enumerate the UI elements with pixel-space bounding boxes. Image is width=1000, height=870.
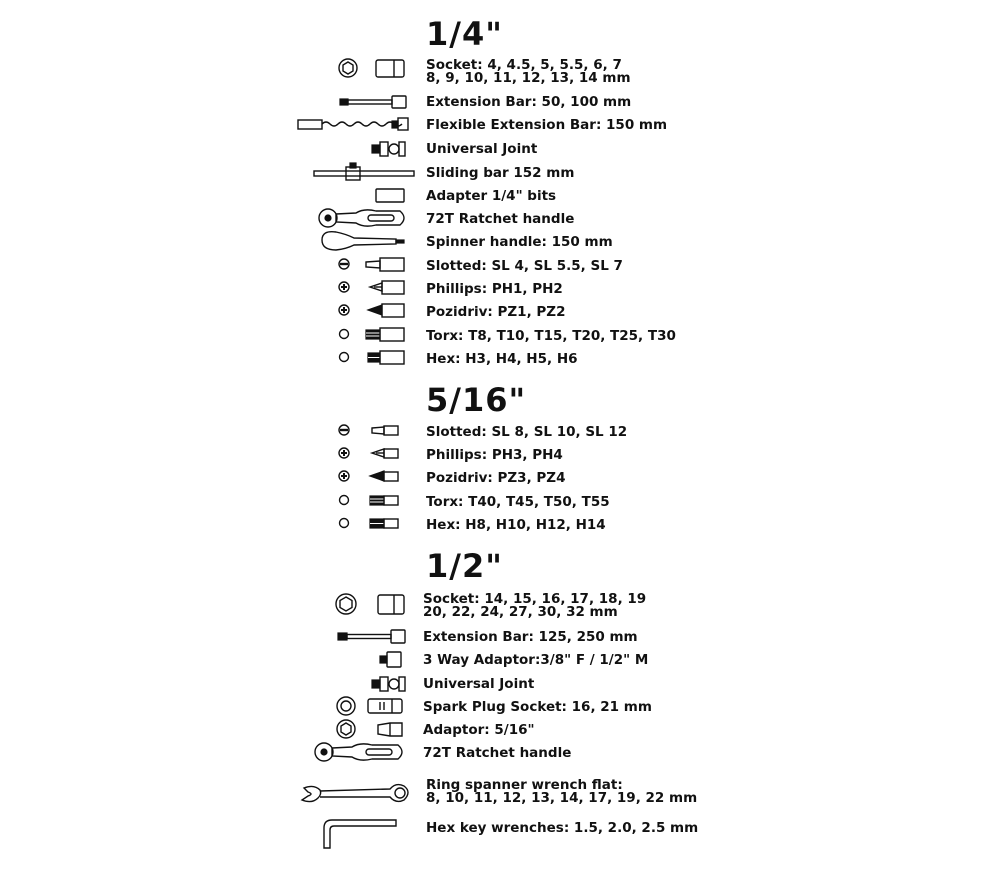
item-socket-quarter: Socket: 4, 4.5, 5, 5.5, 6, 7 8, 9, 10, 1… xyxy=(290,57,990,86)
hex-label: Hex: H8, H10, H12, H14 xyxy=(426,517,606,533)
extension-bar-icon xyxy=(339,95,407,109)
item-torx-quarter: Torx: T8, T10, T15, T20, T25, T30 xyxy=(290,326,990,348)
item-torx-five-sixteenths: Torx: T40, T45, T50, T55 xyxy=(290,492,990,514)
item-slotted-quarter: Slotted: SL 4, SL 5.5, SL 7 xyxy=(290,256,990,278)
item-hex-five-sixteenths: Hex: H8, H10, H12, H14 xyxy=(290,515,990,537)
item-spark-plug-socket: Spark Plug Socket: 16, 21 mm xyxy=(290,696,990,719)
item-phillips-five-sixteenths: Phillips: PH3, PH4 xyxy=(290,445,990,467)
phillips-label: Phillips: PH1, PH2 xyxy=(426,281,563,297)
socket-sizes-line2: 20, 22, 24, 27, 30, 32 mm xyxy=(423,604,618,620)
spark-plug-socket-icon xyxy=(336,696,403,716)
hex-label: Hex: H3, H4, H5, H6 xyxy=(426,351,578,367)
item-three-way-adaptor: 3 Way Adaptor:3/8" F / 1/2" M xyxy=(290,650,990,672)
universal-joint-label: Universal Joint xyxy=(426,141,538,157)
pozidriv-label: Pozidriv: PZ1, PZ2 xyxy=(426,304,566,320)
universal-joint-label: Universal Joint xyxy=(423,676,535,692)
universal-joint-icon xyxy=(371,676,406,692)
adaptor-icon xyxy=(336,719,403,739)
item-adapter-bits: Adapter 1/4" bits xyxy=(290,186,990,208)
slotted-bit-icon xyxy=(338,257,405,272)
flexible-extension-icon xyxy=(297,117,409,131)
item-extension-bar-quarter: Extension Bar: 50, 100 mm xyxy=(290,92,990,114)
flexible-extension-label: Flexible Extension Bar: 150 mm xyxy=(426,117,668,133)
spanner-label-line1: Ring spanner wrench flat: xyxy=(426,777,623,793)
sliding-bar-icon xyxy=(313,162,415,181)
slotted-bit-icon xyxy=(338,424,399,436)
heading-half-inch: 1/2" xyxy=(426,547,503,585)
slotted-label: Slotted: SL 4, SL 5.5, SL 7 xyxy=(426,258,623,274)
pozidriv-label: Pozidriv: PZ3, PZ4 xyxy=(426,470,566,486)
three-way-adaptor-label: 3 Way Adaptor:3/8" F / 1/2" M xyxy=(423,652,649,668)
heading-quarter-inch: 1/4" xyxy=(426,15,503,53)
torx-label: Torx: T40, T45, T50, T55 xyxy=(426,494,610,510)
spinner-label: Spinner handle: 150 mm xyxy=(426,234,613,250)
socket-sizes-line1: Socket: 14, 15, 16, 17, 18, 19 xyxy=(423,591,647,607)
adapter-label: Adapter 1/4" bits xyxy=(426,188,557,204)
sliding-bar-label: Sliding bar 152 mm xyxy=(426,165,575,181)
ratchet-icon xyxy=(314,742,403,762)
torx-label: Torx: T8, T10, T15, T20, T25, T30 xyxy=(426,328,676,344)
spinner-handle-icon xyxy=(321,230,405,251)
item-adaptor-half: Adaptor: 5/16" xyxy=(290,719,990,742)
item-pozidriv-five-sixteenths: Pozidriv: PZ3, PZ4 xyxy=(290,468,990,490)
item-ring-spanner: Ring spanner wrench flat: 8, 10, 11, 12,… xyxy=(290,777,990,806)
phillips-bit-icon xyxy=(338,280,405,295)
socket-icon xyxy=(338,58,405,78)
torx-bit-icon xyxy=(338,327,405,342)
item-sliding-bar: Sliding bar 152 mm xyxy=(290,162,990,185)
ratchet-label: 72T Ratchet handle xyxy=(426,211,575,227)
socket-sizes-line1: Socket: 4, 4.5, 5, 5.5, 6, 7 xyxy=(426,57,622,73)
heading-five-sixteenths: 5/16" xyxy=(426,381,527,419)
item-ratchet-half: 72T Ratchet handle xyxy=(290,742,990,765)
ratchet-label: 72T Ratchet handle xyxy=(423,745,572,761)
torx-bit-icon xyxy=(338,494,399,506)
item-ratchet-quarter: 72T Ratchet handle xyxy=(290,208,990,231)
spanner-sizes-line2: 8, 10, 11, 12, 13, 14, 17, 19, 22 mm xyxy=(426,790,698,806)
hex-keys-label: Hex key wrenches: 1.5, 2.0, 2.5 mm xyxy=(426,820,699,836)
item-slotted-five-sixteenths: Slotted: SL 8, SL 10, SL 12 xyxy=(290,422,990,444)
ring-spanner-icon xyxy=(300,783,409,803)
three-way-adaptor-icon xyxy=(379,651,402,668)
hex-bit-icon xyxy=(338,517,399,529)
socket-sizes-line2: 8, 9, 10, 11, 12, 13, 14 mm xyxy=(426,70,631,86)
hex-bit-icon xyxy=(338,350,405,365)
spark-plug-socket-label: Spark Plug Socket: 16, 21 mm xyxy=(423,699,652,715)
pozidriv-bit-icon xyxy=(338,470,399,482)
socket-icon xyxy=(335,593,405,615)
item-hex-quarter: Hex: H3, H4, H5, H6 xyxy=(290,349,990,371)
item-phillips-quarter: Phillips: PH1, PH2 xyxy=(290,279,990,301)
item-universal-joint-half: Universal Joint xyxy=(290,674,990,696)
universal-joint-icon xyxy=(371,141,406,157)
item-hex-key-wrenches: Hex key wrenches: 1.5, 2.0, 2.5 mm xyxy=(290,818,990,849)
item-pozidriv-quarter: Pozidriv: PZ1, PZ2 xyxy=(290,302,990,324)
hex-key-icon xyxy=(323,819,397,849)
item-flexible-extension: Flexible Extension Bar: 150 mm xyxy=(290,115,990,137)
item-socket-half: Socket: 14, 15, 16, 17, 18, 19 20, 22, 2… xyxy=(290,591,990,620)
extension-bar-icon xyxy=(337,629,406,644)
item-spinner-handle: Spinner handle: 150 mm xyxy=(290,230,990,254)
item-universal-joint-quarter: Universal Joint xyxy=(290,139,990,161)
extension-bar-label: Extension Bar: 125, 250 mm xyxy=(423,629,638,645)
phillips-bit-icon xyxy=(338,447,399,459)
item-extension-bar-half: Extension Bar: 125, 250 mm xyxy=(290,627,990,649)
adapter-icon xyxy=(375,188,405,203)
ratchet-icon xyxy=(318,208,405,228)
slotted-label: Slotted: SL 8, SL 10, SL 12 xyxy=(426,424,628,440)
extension-bar-label: Extension Bar: 50, 100 mm xyxy=(426,94,632,110)
phillips-label: Phillips: PH3, PH4 xyxy=(426,447,563,463)
pozidriv-bit-icon xyxy=(338,303,405,318)
adaptor-label: Adaptor: 5/16" xyxy=(423,722,535,738)
